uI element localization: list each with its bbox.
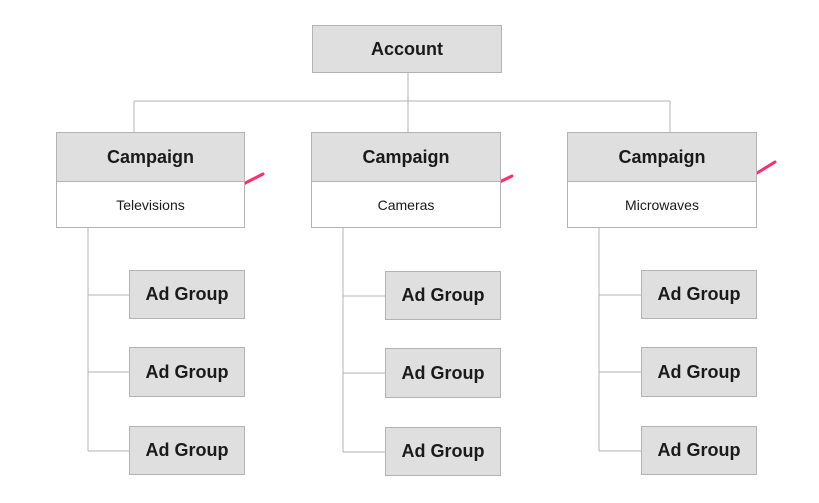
campaign-name-text: Microwaves [625,197,699,213]
campaign-header: Campaign [312,133,500,182]
ad-group-label: Ad Group [657,284,741,304]
campaign-name-text: Cameras [377,197,435,213]
ad-group-label: Ad Group [145,440,229,460]
ad-group-node: Ad Group [129,426,245,475]
ad-group-label: Ad Group [401,362,485,383]
campaign-node-microwaves: Campaign Microwaves [567,132,757,228]
ad-group-node: Ad Group [641,426,757,475]
campaign-name: Cameras [312,182,500,228]
ad-group-node: Ad Group [385,348,501,398]
ad-group-node: Ad Group [641,270,757,319]
ad-group-node: Ad Group [385,427,501,476]
ad-group-label: Ad Group [401,441,485,461]
account-node: Account [312,25,502,73]
campaign-label: Campaign [362,146,450,167]
ad-group-label: Ad Group [145,361,229,382]
ad-group-label: Ad Group [401,285,485,305]
campaign-name: Televisions [57,182,244,228]
campaign-name-text: Televisions [116,197,185,213]
campaign-header: Campaign [57,133,244,182]
ad-group-node: Ad Group [129,270,245,319]
campaign-node-televisions: Campaign Televisions [56,132,245,228]
campaign-label: Campaign [618,146,706,167]
campaign-name: Microwaves [568,182,756,228]
ad-group-node: Ad Group [641,347,757,397]
ad-group-label: Ad Group [657,440,741,460]
ad-group-label: Ad Group [657,361,741,382]
ad-group-label: Ad Group [145,284,229,304]
campaign-label: Campaign [106,146,194,167]
ad-group-node: Ad Group [385,271,501,320]
account-label: Account [371,38,443,59]
campaign-header: Campaign [568,133,756,182]
ad-group-node: Ad Group [129,347,245,397]
campaign-node-cameras: Campaign Cameras [311,132,501,228]
